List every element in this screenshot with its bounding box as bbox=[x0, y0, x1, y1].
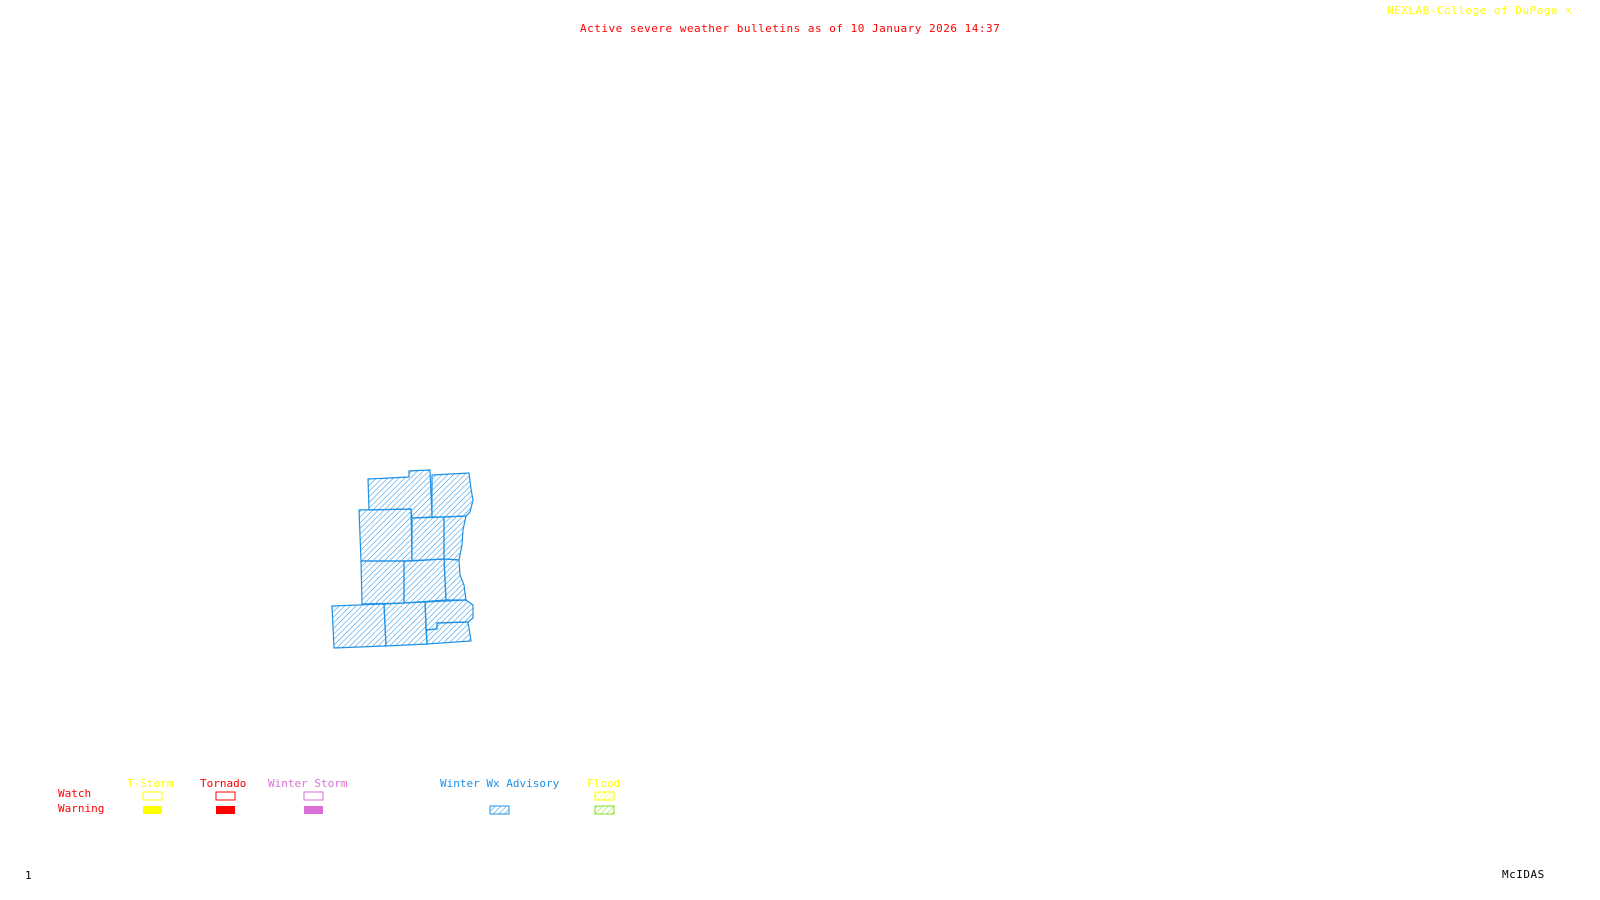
winter-storm-warning-swatch bbox=[304, 806, 323, 814]
county bbox=[331, 603, 387, 649]
county bbox=[358, 508, 413, 562]
county bbox=[360, 560, 405, 605]
legend-winter-wx-advisory-label: Winter Wx Advisory bbox=[440, 777, 560, 790]
winter-storm-watch-swatch bbox=[303, 791, 324, 801]
legend-warning-row-label: Warning bbox=[58, 802, 105, 815]
flood-watch-swatch bbox=[594, 791, 615, 801]
frame-number: 1 bbox=[25, 869, 33, 882]
legend-tstorm-label: T-Storm bbox=[127, 777, 174, 790]
county bbox=[403, 558, 447, 604]
software-label: McIDAS bbox=[1502, 868, 1545, 881]
flood-warning-swatch bbox=[594, 805, 615, 815]
county bbox=[383, 601, 428, 647]
tstorm-watch-swatch bbox=[142, 791, 163, 801]
legend-tornado-label: Tornado bbox=[200, 777, 247, 790]
nexlab-logo-icon: ⇱ bbox=[1565, 4, 1573, 17]
county bbox=[443, 515, 467, 561]
credit-text: NEXLAB-College of DuPage ⇱ bbox=[1387, 5, 1572, 17]
winter-wx-advisory-swatch bbox=[489, 805, 510, 815]
county bbox=[431, 472, 474, 518]
county bbox=[411, 516, 445, 562]
legend-flood-label: Flood bbox=[587, 777, 621, 790]
credit-label: NEXLAB-College of DuPage bbox=[1387, 4, 1558, 17]
tornado-watch-swatch bbox=[215, 791, 236, 801]
tstorm-warning-swatch bbox=[143, 806, 162, 814]
map-title: Active severe weather bulletins as of 10… bbox=[580, 22, 1001, 35]
advisory-counties bbox=[331, 469, 474, 649]
county bbox=[425, 621, 472, 645]
legend-winter-storm-label: Winter Storm bbox=[268, 777, 348, 790]
legend-watch-row-label: Watch bbox=[58, 787, 92, 800]
tornado-warning-swatch bbox=[216, 806, 235, 814]
county bbox=[443, 558, 467, 601]
